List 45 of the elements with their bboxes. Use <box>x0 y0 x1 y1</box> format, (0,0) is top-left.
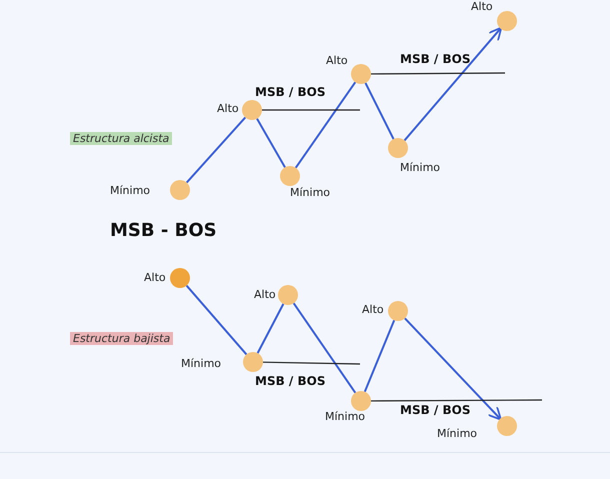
price-point <box>497 11 517 31</box>
point-label: Alto <box>144 271 166 284</box>
price-point <box>351 64 371 84</box>
point-label: Alto <box>254 288 276 301</box>
price-line <box>364 320 396 392</box>
price-point <box>170 180 190 200</box>
price-point <box>243 352 263 372</box>
edge-label: MSB / BOS <box>400 403 470 417</box>
level-line <box>371 399 542 402</box>
point-label: Mínimo <box>437 427 478 440</box>
point-label: Alto <box>362 303 384 316</box>
price-point <box>388 138 408 158</box>
level-line <box>262 109 360 111</box>
price-line <box>294 82 356 168</box>
edge-label: MSB / BOS <box>400 52 470 66</box>
point-label: Mínimo <box>400 161 440 174</box>
price-line <box>364 82 394 140</box>
price-line <box>256 118 286 168</box>
point-label: Alto <box>326 54 348 67</box>
edge-label: MSB / BOS <box>255 374 326 388</box>
point-label: Alto <box>471 0 493 13</box>
price-line <box>292 302 356 394</box>
point-label: Mínimo <box>325 410 366 423</box>
price-line <box>186 116 246 184</box>
edge-label: MSB / BOS <box>255 85 326 99</box>
price-point <box>280 166 300 186</box>
point-label: Mínimo <box>181 357 222 370</box>
level-line <box>371 72 505 75</box>
price-line <box>404 318 502 421</box>
price-point <box>351 391 371 411</box>
price-line <box>404 26 502 142</box>
level-line <box>262 362 360 365</box>
price-point <box>170 268 190 288</box>
price-line <box>186 284 248 356</box>
price-point <box>388 301 408 321</box>
price-line <box>256 303 284 354</box>
structure-tag: Estructura alcista <box>70 132 172 145</box>
point-label: Alto <box>217 102 239 115</box>
structure-tag: Estructura bajista <box>70 332 174 345</box>
price-point <box>497 416 517 436</box>
diagram-title: MSB - BOS <box>110 220 217 241</box>
point-label: Mínimo <box>290 186 330 199</box>
point-label: Mínimo <box>110 184 150 197</box>
price-point <box>242 100 262 120</box>
price-point <box>278 285 298 305</box>
